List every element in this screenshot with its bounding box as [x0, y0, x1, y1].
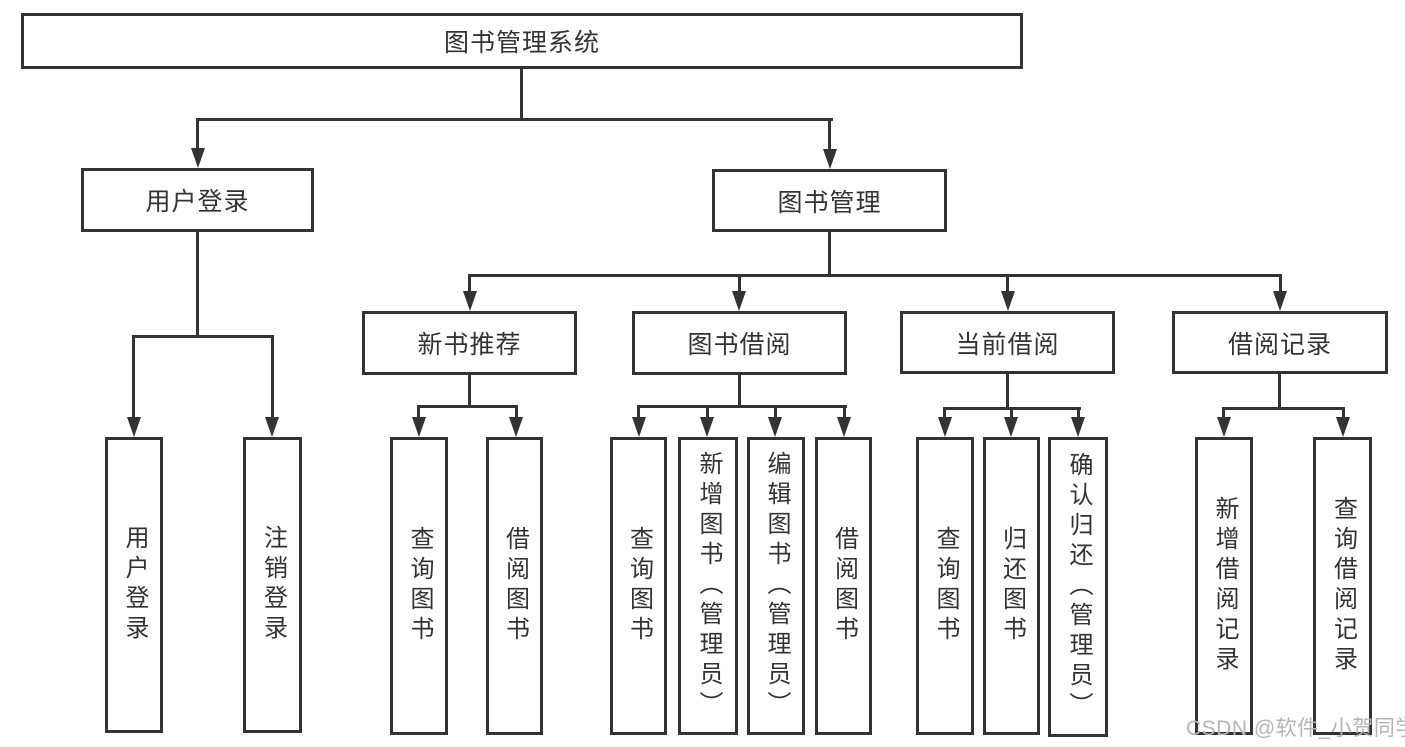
connector-line: [520, 69, 523, 120]
node-label: 新书推荐: [417, 331, 522, 359]
arrow-down-icon: [632, 417, 646, 437]
leaf-return-books: 归还图书: [983, 437, 1040, 735]
leaf-add-book-admin: 新增图书（管理员）: [678, 437, 738, 735]
connector-line: [774, 405, 777, 419]
connector-line: [738, 274, 741, 293]
connector-line: [637, 405, 640, 419]
connector-line: [1278, 374, 1281, 410]
arrow-down-icon: [732, 291, 746, 311]
arrow-down-icon: [1004, 417, 1018, 437]
connector-line: [515, 405, 518, 419]
arrow-down-icon: [509, 417, 523, 437]
connector-line: [417, 405, 518, 408]
leaf-query-books-borrowing: 查询图书: [610, 437, 667, 735]
node-label: 用户登录: [121, 525, 148, 645]
node-borrowing-records: 借阅记录: [1172, 311, 1388, 374]
node-label: 查询图书: [406, 526, 433, 646]
node-label: 新增借阅记录: [1211, 496, 1238, 676]
leaf-borrow-books-borrowing: 借阅图书: [815, 437, 872, 735]
leaf-edit-book-admin: 编辑图书（管理员）: [747, 437, 805, 735]
arrow-down-icon: [1217, 417, 1231, 437]
node-book-management: 图书管理: [712, 169, 947, 232]
connector-line: [738, 375, 741, 408]
connector-line: [943, 407, 946, 419]
leaf-query-books-current: 查询图书: [916, 437, 974, 735]
arrow-down-icon: [1336, 417, 1350, 437]
connector-line: [196, 232, 199, 338]
connector-line: [1006, 374, 1009, 410]
connector-line: [1222, 407, 1225, 419]
arrow-down-icon: [700, 417, 714, 437]
connector-line: [271, 335, 274, 419]
node-label: 图书管理系统: [443, 29, 600, 57]
node-label: 图书管理: [777, 188, 882, 217]
connector-line: [1006, 274, 1009, 293]
node-label: 查询图书: [932, 526, 959, 646]
leaf-query-books-recommend: 查询图书: [390, 437, 448, 735]
connector-line: [196, 118, 199, 151]
leaf-borrow-books-recommend: 借阅图书: [486, 437, 543, 735]
node-user-login: 用户登录: [81, 168, 314, 232]
node-book-borrowing: 图书借阅: [632, 311, 847, 375]
node-current-borrowing: 当前借阅: [900, 311, 1115, 374]
arrow-down-icon: [412, 417, 426, 437]
node-label: 确认归还（管理员）: [1065, 452, 1092, 722]
leaf-add-borrow-record: 新增借阅记录: [1195, 437, 1253, 735]
arrow-down-icon: [191, 148, 205, 168]
node-label: 用户登录: [145, 188, 250, 216]
node-label: 借阅记录: [1227, 330, 1332, 359]
connector-line: [828, 118, 831, 152]
node-label: 当前借阅: [955, 330, 1060, 359]
connector-line: [1010, 407, 1013, 419]
node-label: 查询借阅记录: [1329, 496, 1357, 676]
arrow-down-icon: [837, 417, 851, 437]
connector-line: [828, 232, 831, 277]
leaf-query-borrow-record: 查询借阅记录: [1313, 437, 1372, 735]
node-label: 编辑图书（管理员）: [763, 451, 790, 721]
arrow-down-icon: [1001, 291, 1015, 311]
connector-line: [1222, 407, 1345, 410]
leaf-logout: 注销登录: [243, 437, 302, 733]
node-label: 查询图书: [625, 526, 653, 646]
arrow-down-icon: [1273, 291, 1287, 311]
csdn-watermark: CSDN @软件_小贺同学: [1186, 717, 1405, 740]
node-new-book-recommend: 新书推荐: [362, 311, 577, 375]
leaf-confirm-return-admin: 确认归还（管理员）: [1048, 437, 1108, 737]
node-label: 借阅图书: [501, 526, 529, 646]
connector-line: [468, 375, 471, 408]
connector-line: [1279, 274, 1282, 293]
connector-line: [637, 405, 847, 408]
node-library-management-system: 图书管理系统: [21, 13, 1023, 69]
arrow-down-icon: [265, 417, 279, 437]
connector-line: [132, 335, 274, 338]
node-label: 借阅图书: [830, 526, 858, 646]
connector-line: [843, 405, 846, 419]
arrow-down-icon: [1071, 417, 1085, 437]
connector-line: [468, 274, 1282, 277]
connector-line: [468, 274, 471, 293]
connector-line: [417, 405, 420, 419]
arrow-down-icon: [127, 417, 141, 437]
connector-line: [706, 405, 709, 419]
arrow-down-icon: [768, 417, 782, 437]
node-label: 新增图书（管理员）: [695, 451, 722, 721]
leaf-user-login: 用户登录: [105, 437, 163, 733]
connector-line: [132, 335, 135, 419]
arrow-down-icon: [463, 291, 477, 311]
connector-line: [1077, 407, 1080, 419]
connector-line: [196, 118, 833, 121]
node-label: 注销登录: [259, 525, 287, 645]
node-label: 归还图书: [998, 526, 1026, 646]
connector-line: [1342, 407, 1345, 419]
arrow-down-icon: [938, 417, 952, 437]
arrow-down-icon: [823, 149, 837, 169]
node-label: 图书借阅: [687, 331, 792, 359]
